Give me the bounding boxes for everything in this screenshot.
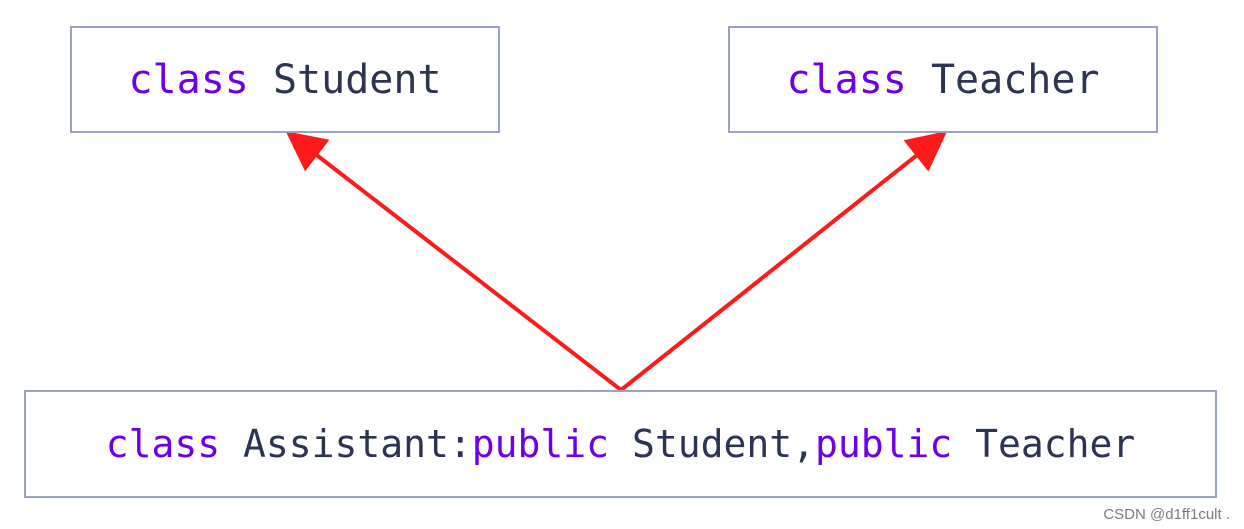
class-teacher-box: class Teacher (728, 26, 1158, 133)
base-class-teacher: Teacher (975, 422, 1136, 466)
base-separator-comma: , (792, 422, 815, 466)
class-name-assistant: Assistant (242, 422, 449, 466)
class-name-teacher: Teacher (930, 56, 1100, 103)
watermark: CSDN @d1ff1cult . (1103, 506, 1230, 523)
class-assistant-box: class Assistant:public Student,public Te… (24, 390, 1217, 498)
class-name-student: Student (272, 56, 442, 103)
keyword-class: class (128, 56, 249, 103)
class-teacher-code: class Teacher (786, 57, 1099, 103)
base-class-student: Student (631, 422, 793, 466)
keyword-public-2: public (814, 422, 953, 466)
class-student-code: class Student (128, 57, 441, 103)
arrow-to-student (285, 131, 623, 392)
keyword-public-1: public (471, 422, 610, 466)
keyword-class: class (786, 56, 907, 103)
inheritance-colon: : (448, 422, 472, 466)
class-assistant-code: class Assistant:public Student,public Te… (106, 422, 1136, 466)
class-student-box: class Student (70, 26, 500, 133)
keyword-class: class (105, 422, 221, 466)
arrow-to-teacher (619, 131, 948, 392)
